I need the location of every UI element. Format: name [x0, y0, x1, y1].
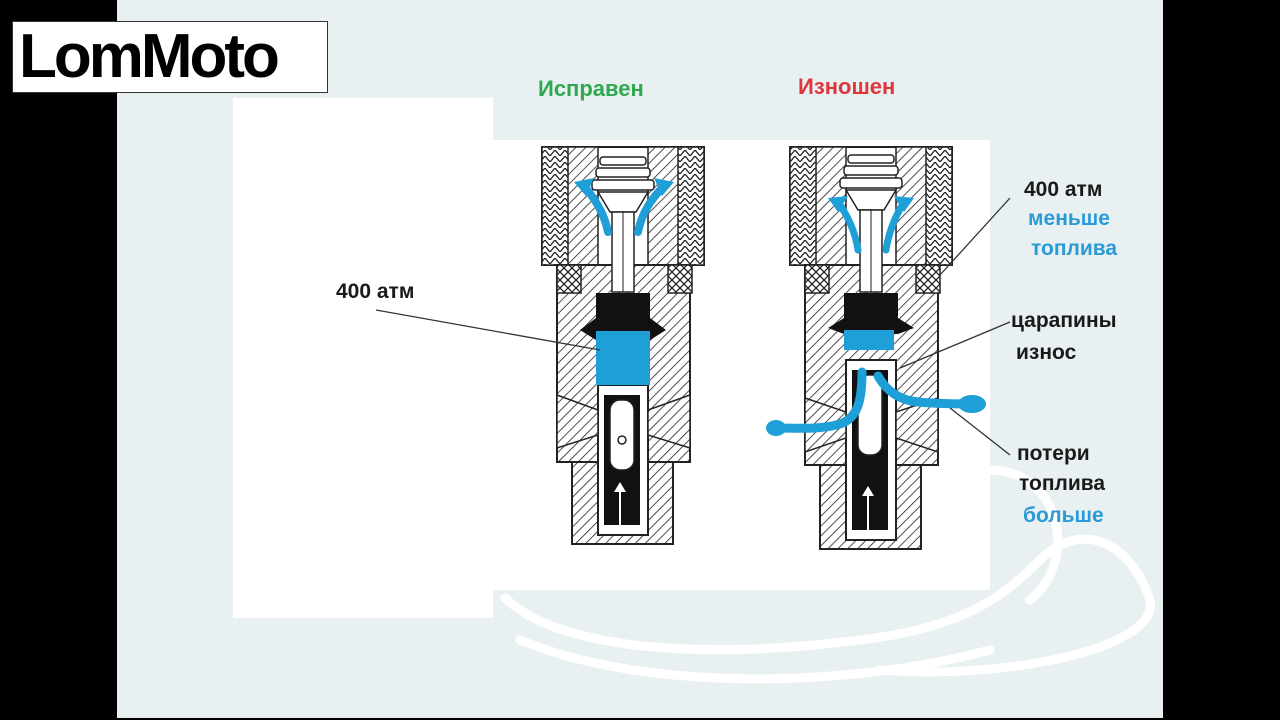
- label-losses-1: потери: [1017, 442, 1090, 465]
- injector-worn-body: [789, 146, 953, 550]
- pressure-chamber-worn: [844, 330, 894, 350]
- title-good: Исправен: [538, 76, 644, 101]
- leader-lines: [375, 197, 1011, 456]
- lommoto-logo: LomMoto: [12, 21, 328, 93]
- title-worn: Изношен: [798, 74, 896, 99]
- white-panel-left: [233, 98, 493, 618]
- label-wear: износ: [1016, 341, 1077, 364]
- background-scribbles: [500, 465, 1155, 684]
- injector-good-body: [541, 146, 705, 545]
- injector-good: [541, 146, 705, 545]
- injector-good-valve: [591, 156, 655, 293]
- pressure-chamber-good: [596, 331, 650, 385]
- injector-worn: [766, 146, 986, 550]
- label-losses-2: топлива: [1019, 472, 1106, 495]
- label-pressure-good: 400 атм: [336, 280, 415, 303]
- label-less-fuel-2: топлива: [1031, 237, 1118, 260]
- label-less-fuel-1: меньше: [1028, 207, 1110, 230]
- label-pressure-worn: 400 атм: [1024, 178, 1103, 201]
- label-scratches: царапины: [1011, 309, 1117, 332]
- label-losses-3: больше: [1023, 504, 1104, 527]
